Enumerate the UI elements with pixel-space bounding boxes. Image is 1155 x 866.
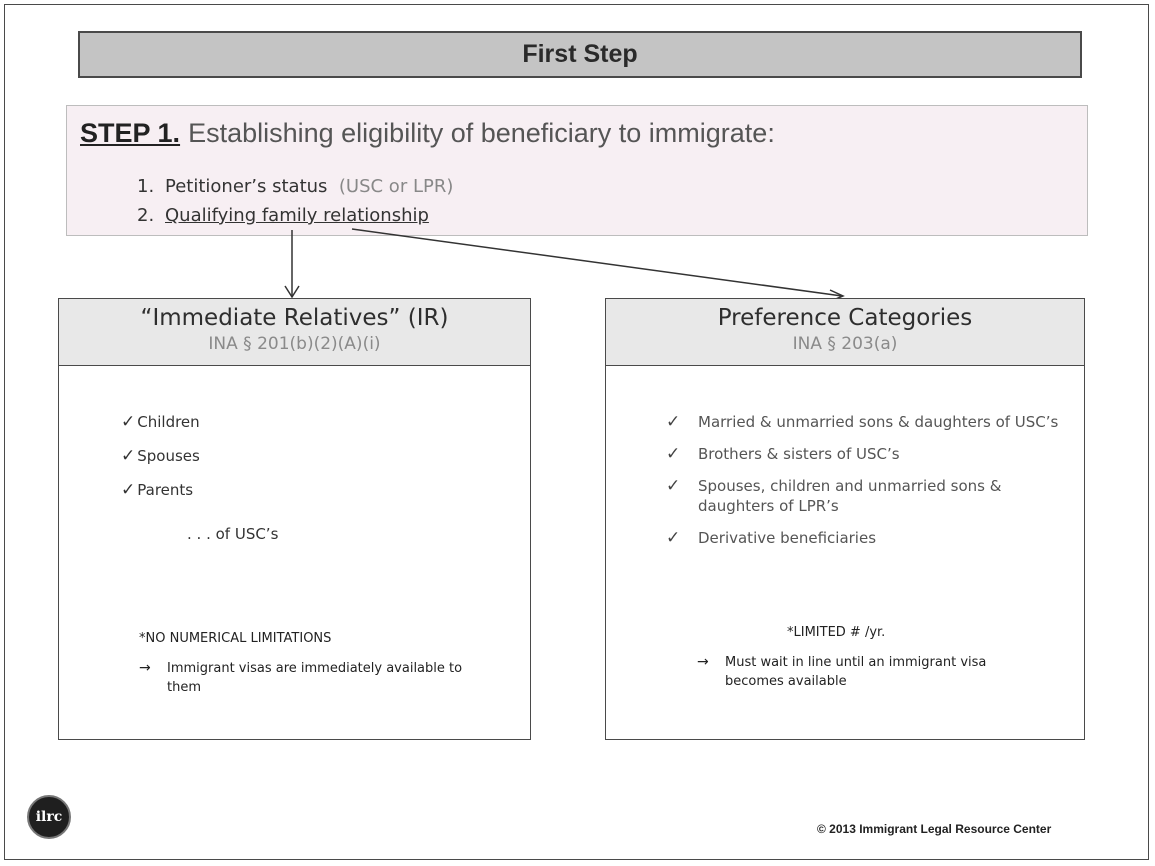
slide-title: First Step (522, 40, 638, 68)
step-item-note: (USC or LPR) (338, 176, 454, 197)
list-item: ✓ Brothers & sisters of USC’s (666, 444, 1076, 464)
preference-categories-citation: INA § 203(a) (792, 334, 898, 354)
check-icon: ✓ (666, 444, 681, 464)
list-item: ✓ Derivative beneficiaries (666, 528, 1076, 548)
copyright-notice: © 2013 Immigrant Legal Resource Center (817, 822, 1052, 836)
immediate-relatives-header: “Immediate Relatives” (IR) INA § 201(b)(… (59, 299, 530, 366)
ilrc-logo: ilrc (27, 795, 71, 839)
of-uscs-text: . . . of USC’s (187, 525, 279, 543)
step-item-text: Petitioner’s status (165, 176, 328, 197)
note-heading: *NO NUMERICAL LIMITATIONS (139, 631, 332, 646)
list-item-text: Spouses (137, 447, 200, 465)
step-heading: STEP 1.Establishing eligibility of benef… (80, 118, 775, 149)
list-item-text: Derivative beneficiaries (698, 529, 877, 547)
immediate-relatives-note: *NO NUMERICAL LIMITATIONS → Immigrant vi… (139, 631, 469, 697)
note-line: → Must wait in line until an immigrant v… (697, 653, 1017, 691)
list-item-text: Brothers & sisters of USC’s (698, 445, 900, 463)
preference-categories-list: ✓ Married & unmarried sons & daughters of… (666, 412, 1076, 560)
note-heading: *LIMITED # /yr. (787, 625, 886, 640)
step-item-number: 2. (137, 205, 155, 226)
note-text: Immigrant visas are immediately availabl… (167, 661, 463, 695)
step-list-item: 2. Qualifying family relationship (137, 205, 453, 234)
preference-categories-note: *LIMITED # /yr. → Must wait in line unti… (697, 625, 1017, 691)
list-item: ✓ Married & unmarried sons & daughters of… (666, 412, 1076, 432)
list-item-text: Spouses, children and unmarried sons & d… (698, 477, 1002, 515)
arrow-to-preference-categories (351, 228, 843, 297)
list-item: ✓ Spouses, children and unmarried sons & … (666, 476, 1076, 516)
check-icon: ✓ (666, 412, 681, 432)
immediate-relatives-list: ✓Children ✓Spouses ✓Parents (121, 412, 200, 514)
list-item: ✓Parents (121, 480, 200, 514)
step-text: Establishing eligibility of beneficiary … (188, 118, 775, 148)
list-item: ✓Children (121, 412, 200, 446)
step-list: 1. Petitioner’s status (USC or LPR) 2. Qua… (137, 176, 453, 234)
logo-text: ilrc (35, 809, 63, 825)
immediate-relatives-panel: “Immediate Relatives” (IR) INA § 201(b)(… (58, 298, 531, 740)
check-icon: ✓ (121, 446, 136, 466)
preference-categories-header: Preference Categories INA § 203(a) (606, 299, 1084, 366)
step-box: STEP 1.Establishing eligibility of benef… (66, 105, 1088, 236)
step-item-text: Qualifying family relationship (165, 205, 429, 226)
check-icon: ✓ (666, 476, 681, 496)
step-list-item: 1. Petitioner’s status (USC or LPR) (137, 176, 453, 205)
step-item-number: 1. (137, 176, 155, 197)
list-item: ✓Spouses (121, 446, 200, 480)
check-icon: ✓ (121, 480, 136, 500)
list-item-text: Married & unmarried sons & daughters of … (698, 413, 1059, 431)
preference-categories-title: Preference Categories (717, 305, 973, 331)
slide-title-bar: First Step (78, 31, 1082, 78)
immediate-relatives-title: “Immediate Relatives” (IR) (140, 305, 449, 331)
preference-categories-panel: Preference Categories INA § 203(a) ✓ Marr… (605, 298, 1085, 740)
check-icon: ✓ (666, 528, 681, 548)
immediate-relatives-citation: INA § 201(b)(2)(A)(i) (208, 334, 381, 354)
note-line: → Immigrant visas are immediately availa… (139, 659, 469, 697)
right-arrow-icon: → (139, 660, 151, 676)
right-arrow-icon: → (697, 654, 709, 670)
list-item-text: Parents (137, 481, 194, 499)
slide-frame (4, 4, 1149, 860)
check-icon: ✓ (121, 412, 136, 432)
arrowhead-left (284, 285, 300, 299)
step-label: STEP 1. (80, 118, 181, 148)
note-text: Must wait in line until an immigrant vis… (725, 655, 987, 689)
list-item-text: Children (137, 413, 200, 431)
